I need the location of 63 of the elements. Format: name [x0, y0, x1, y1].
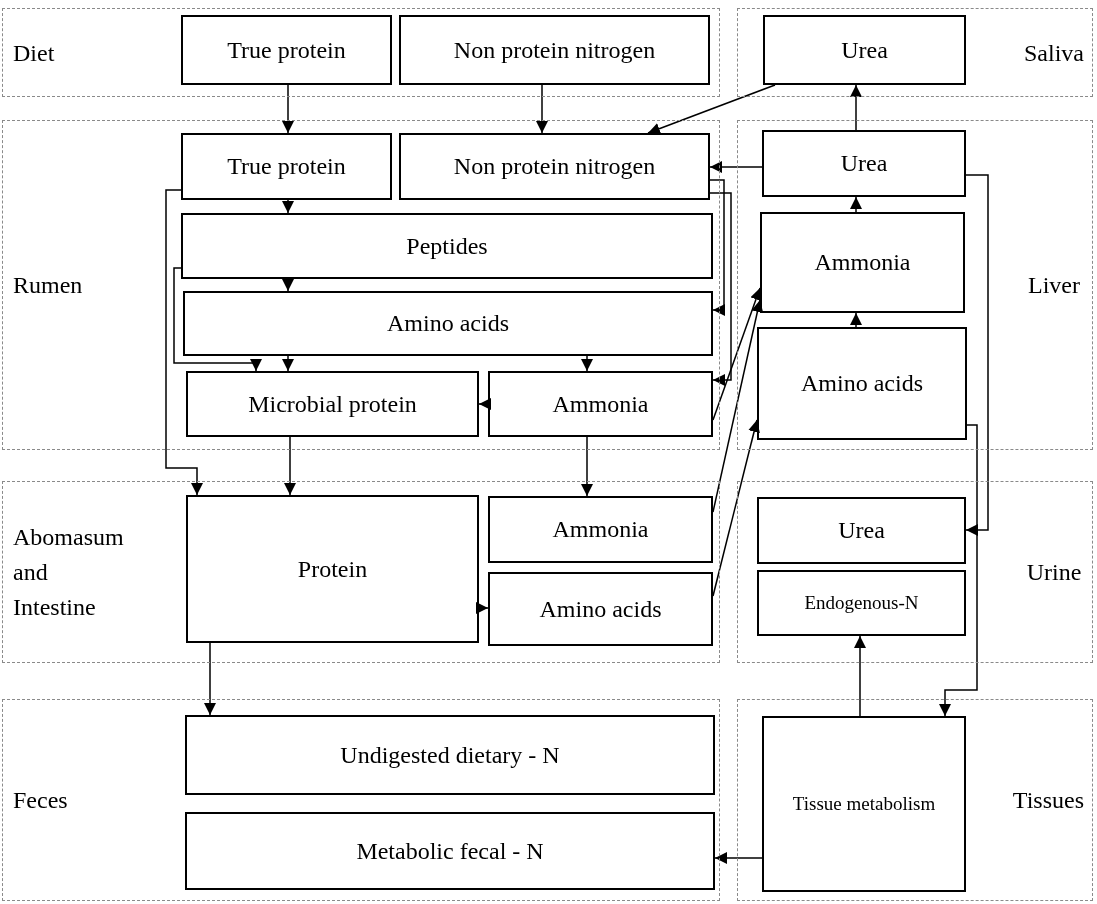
- arrow: [965, 174, 989, 536]
- arrow: [854, 635, 866, 717]
- arrow: [204, 642, 216, 716]
- arrow: [712, 287, 762, 421]
- process-box: Metabolic fecal - N: [185, 812, 715, 890]
- arrow: [712, 419, 760, 597]
- process-box: Microbial protein: [186, 371, 479, 437]
- arrow: [536, 84, 548, 134]
- region-panel: [737, 699, 1093, 901]
- region-panel: [737, 481, 1093, 663]
- process-box: Ammonia: [760, 212, 965, 313]
- process-box: Ammonia: [488, 371, 713, 437]
- region-panel: [737, 8, 1093, 97]
- arrow: [647, 84, 776, 135]
- process-box: Endogenous-N: [757, 570, 966, 636]
- region-label: Urine: [1025, 557, 1083, 587]
- arrow: [709, 179, 725, 316]
- arrow: [581, 355, 593, 372]
- arrow: [173, 267, 262, 372]
- arrow: [709, 161, 763, 173]
- process-box: Peptides: [181, 213, 713, 279]
- arrow: [712, 299, 764, 513]
- region-panel: [2, 481, 720, 663]
- arrow: [850, 196, 862, 213]
- arrow: [939, 424, 978, 717]
- process-box: Protein: [186, 495, 479, 643]
- process-box: Ammonia: [488, 496, 713, 563]
- arrow: [850, 312, 862, 328]
- arrow: [850, 84, 862, 131]
- arrow: [282, 355, 294, 372]
- arrow: [714, 852, 763, 864]
- region-panel: [737, 120, 1093, 450]
- region-label: Diet: [13, 38, 56, 68]
- process-box: Undigested dietary - N: [185, 715, 715, 795]
- arrow: [282, 84, 294, 134]
- arrow: [284, 436, 296, 496]
- region-panel: [2, 699, 720, 901]
- region-label: Rumen: [13, 270, 83, 300]
- process-box: Tissue metabolism: [762, 716, 966, 892]
- arrow: [478, 398, 491, 410]
- region-label: Liver: [1027, 270, 1081, 300]
- region-label: Saliva: [1024, 38, 1084, 68]
- process-box: Non protein nitrogen: [399, 133, 710, 200]
- process-box: True protein: [181, 133, 392, 200]
- region-label: Abomasum and Intestine: [13, 522, 124, 622]
- process-box: Non protein nitrogen: [399, 15, 710, 85]
- process-box: Urea: [762, 130, 966, 197]
- process-box: Amino acids: [183, 291, 713, 356]
- arrow: [709, 192, 732, 386]
- region-panel: [2, 120, 720, 450]
- arrow: [581, 436, 593, 497]
- arrow: [165, 189, 203, 496]
- region-label: Tissues: [1012, 785, 1084, 815]
- process-box: Urea: [757, 497, 966, 564]
- process-box: Amino acids: [757, 327, 967, 440]
- process-box: Amino acids: [488, 572, 713, 646]
- region-label: Feces: [13, 785, 69, 815]
- region-panel: [2, 8, 720, 97]
- arrow: [282, 278, 294, 292]
- process-box: True protein: [181, 15, 392, 85]
- process-box: Urea: [763, 15, 966, 85]
- arrow: [282, 199, 294, 214]
- arrow: [476, 602, 489, 614]
